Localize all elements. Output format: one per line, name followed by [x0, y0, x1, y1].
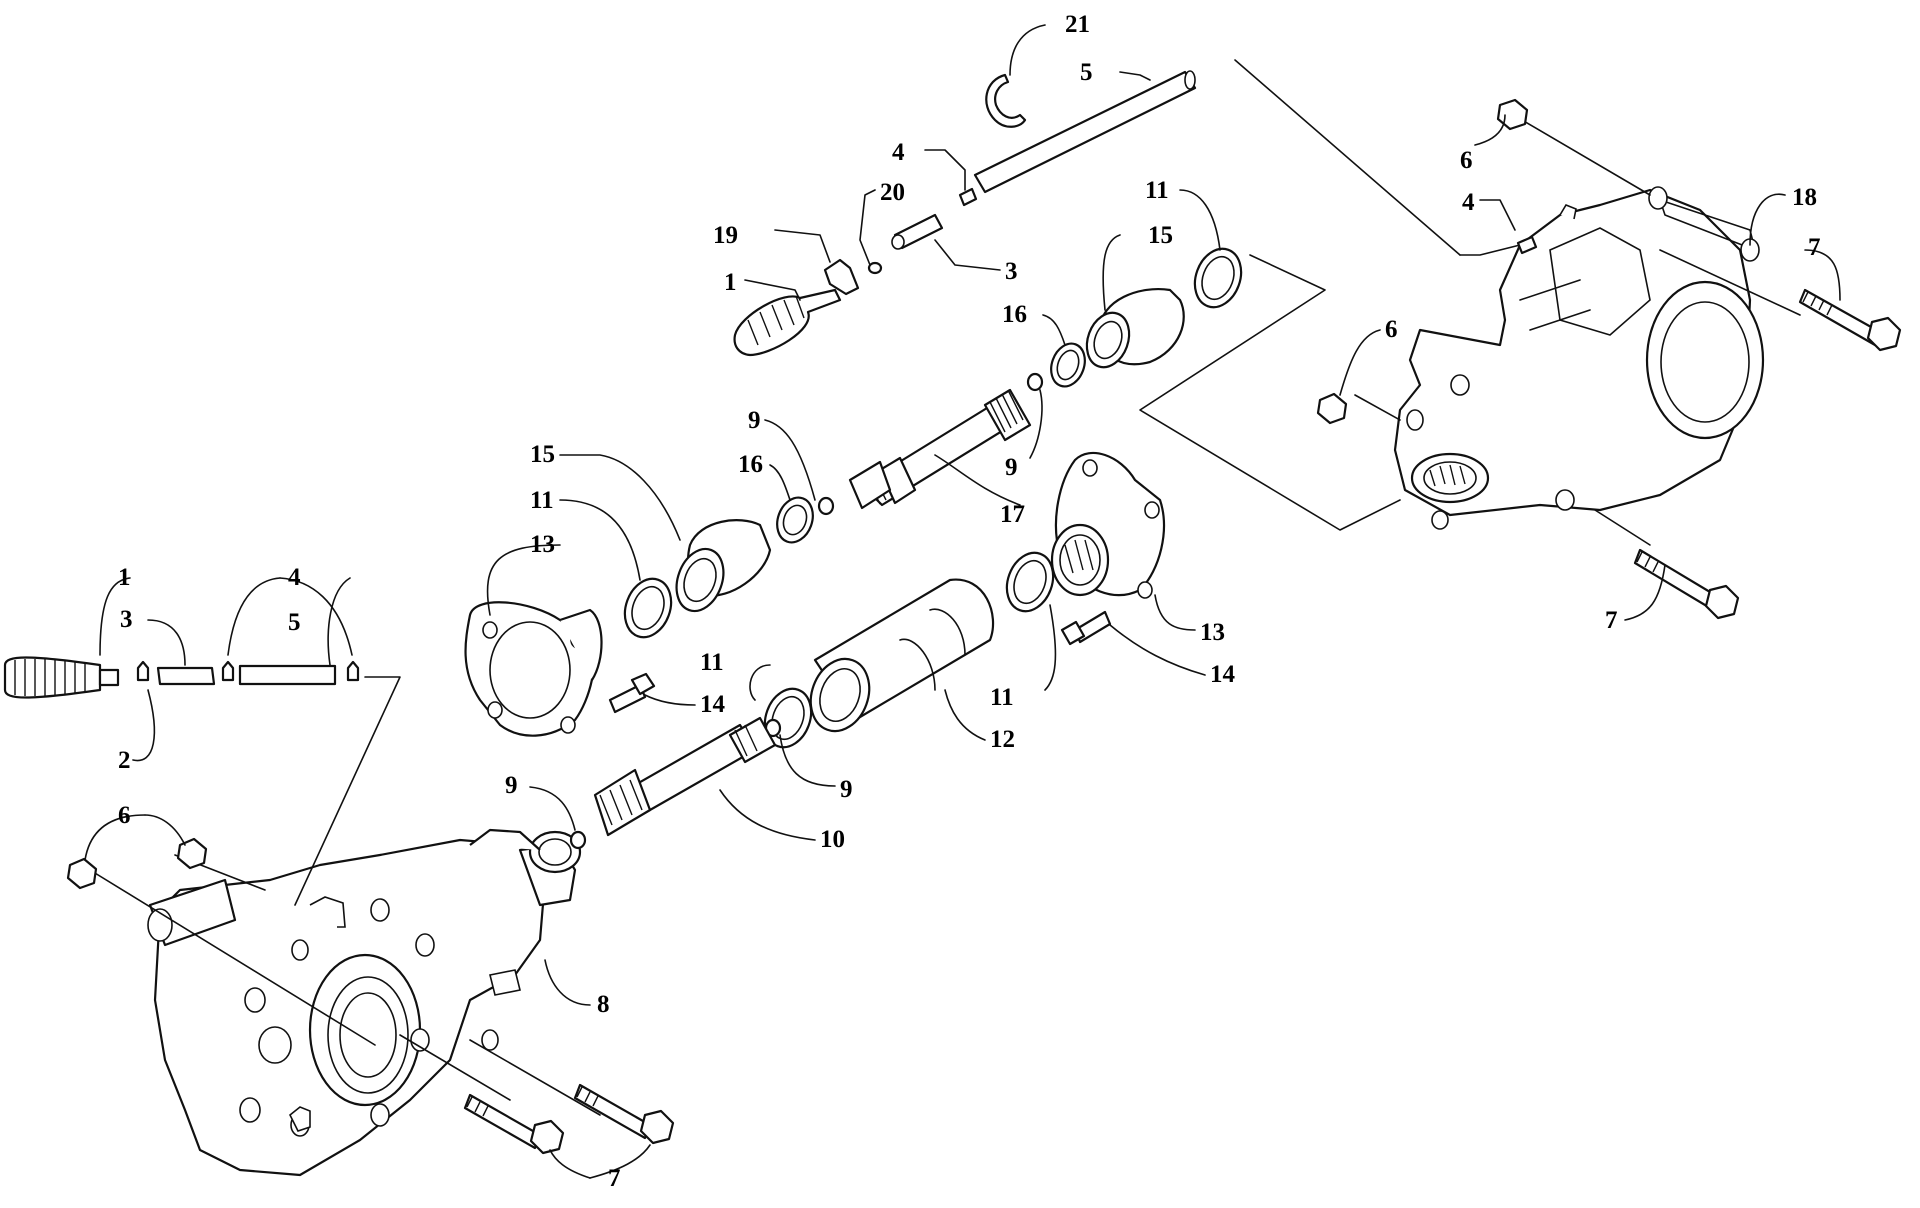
callout-11-lower: 11 [700, 649, 724, 676]
axle-tube-12 [809, 578, 995, 733]
bolt-14-left [608, 672, 656, 714]
left-gearcase-housing [147, 828, 582, 1177]
fitting-19 [823, 258, 860, 296]
bearing-11-mid-left [623, 577, 673, 639]
callout-13-right: 13 [1200, 619, 1225, 646]
callout-6-right-lower: 6 [1385, 316, 1398, 343]
callout-18: 18 [1792, 184, 1817, 211]
bolt-14-right [1060, 610, 1112, 646]
callout-9-upper-left: 9 [748, 407, 761, 434]
flange-13-right [1050, 451, 1166, 599]
callout-14-left: 14 [700, 691, 726, 718]
callout-6-right-upper: 6 [1460, 147, 1473, 174]
clip-4-upper [958, 187, 978, 207]
bearing-11-mid-right [1005, 551, 1055, 613]
callout-11-mid-right: 11 [990, 684, 1014, 711]
callout-10: 10 [820, 826, 845, 853]
boot-15-upper [1085, 288, 1185, 369]
callout-labels: 21 5 4 20 19 1 3 11 15 16 9 9 15 16 11 1… [118, 11, 1821, 1192]
callout-3-upper: 3 [1005, 258, 1018, 285]
callout-17: 17 [1000, 501, 1025, 528]
flange-13-left [464, 601, 603, 737]
plug-9-upper-right [1026, 372, 1044, 392]
bolt-7-left-front [463, 1093, 565, 1155]
callout-4-upper: 4 [892, 139, 905, 166]
plug-9-lower-left [569, 830, 587, 850]
callout-5-lower: 5 [288, 609, 301, 636]
drive-shaft-17 [848, 388, 1032, 510]
rubber-boot-1-lower [3, 656, 120, 699]
rubber-boot-1-upper [733, 288, 842, 357]
callout-16-upper: 16 [1002, 301, 1027, 328]
callout-6-left: 6 [118, 802, 131, 829]
callout-5-upper: 5 [1080, 59, 1093, 86]
callout-20: 20 [880, 179, 905, 206]
assembly-reference-lines [89, 59, 1801, 1116]
callout-9-lower-left: 9 [505, 772, 518, 799]
callout-7-right-lower: 7 [1605, 607, 1618, 634]
nut-6-right-upper [1496, 98, 1529, 131]
callout-15-upper: 15 [1148, 222, 1173, 249]
callout-14-right: 14 [1210, 661, 1236, 688]
callout-21: 21 [1065, 11, 1090, 38]
callout-1-upper: 1 [724, 269, 737, 296]
callout-8: 8 [597, 991, 610, 1018]
callout-9-lower-right: 9 [840, 776, 853, 803]
callout-9-upper-right: 9 [1005, 454, 1018, 481]
callout-15-lower: 15 [530, 441, 555, 468]
callout-12: 12 [990, 726, 1015, 753]
callout-3-lower: 3 [120, 606, 133, 633]
callout-1-lower: 1 [118, 564, 131, 591]
shift-tube-5-upper [973, 70, 1197, 194]
callout-13-left: 13 [530, 531, 555, 558]
fitting-2 [136, 660, 150, 682]
callout-4-right: 4 [1462, 189, 1475, 216]
connector-3-lower [156, 666, 216, 686]
leader-lines [84, 24, 1841, 1179]
fitting-4-lower-left [221, 660, 235, 682]
boot-15-lower [675, 519, 772, 613]
nut-6-right-lower [1316, 392, 1348, 425]
ring-16-upper [1050, 342, 1086, 388]
snap-ring-21 [985, 73, 1027, 128]
clip-20 [867, 261, 883, 275]
callout-4-lower: 4 [288, 564, 301, 591]
drive-shaft-10 [593, 716, 777, 837]
shift-tube-5-lower [238, 664, 337, 686]
plug-9-upper-left [817, 496, 835, 516]
callout-11-mid-left: 11 [530, 487, 554, 514]
nut-6-left-lower [66, 857, 98, 890]
callout-7-left: 7 [608, 1165, 621, 1192]
fitting-4-lower-right [346, 660, 360, 682]
bolt-7-right-lower [1633, 548, 1740, 620]
bearing-11-upper [1193, 247, 1243, 309]
bolt-7-left-rear [573, 1083, 675, 1145]
nut-6-left-upper [176, 837, 208, 870]
callout-2: 2 [118, 747, 131, 774]
callout-16-lower: 16 [738, 451, 763, 478]
callout-7-right-upper: 7 [1808, 234, 1821, 261]
callout-11-upper: 11 [1145, 177, 1169, 204]
callout-19: 19 [713, 222, 738, 249]
bolt-7-right-upper [1798, 288, 1902, 352]
ring-16-lower [776, 496, 814, 544]
right-gearcase-housing [1393, 186, 1765, 530]
clip-4-right [1516, 235, 1538, 255]
